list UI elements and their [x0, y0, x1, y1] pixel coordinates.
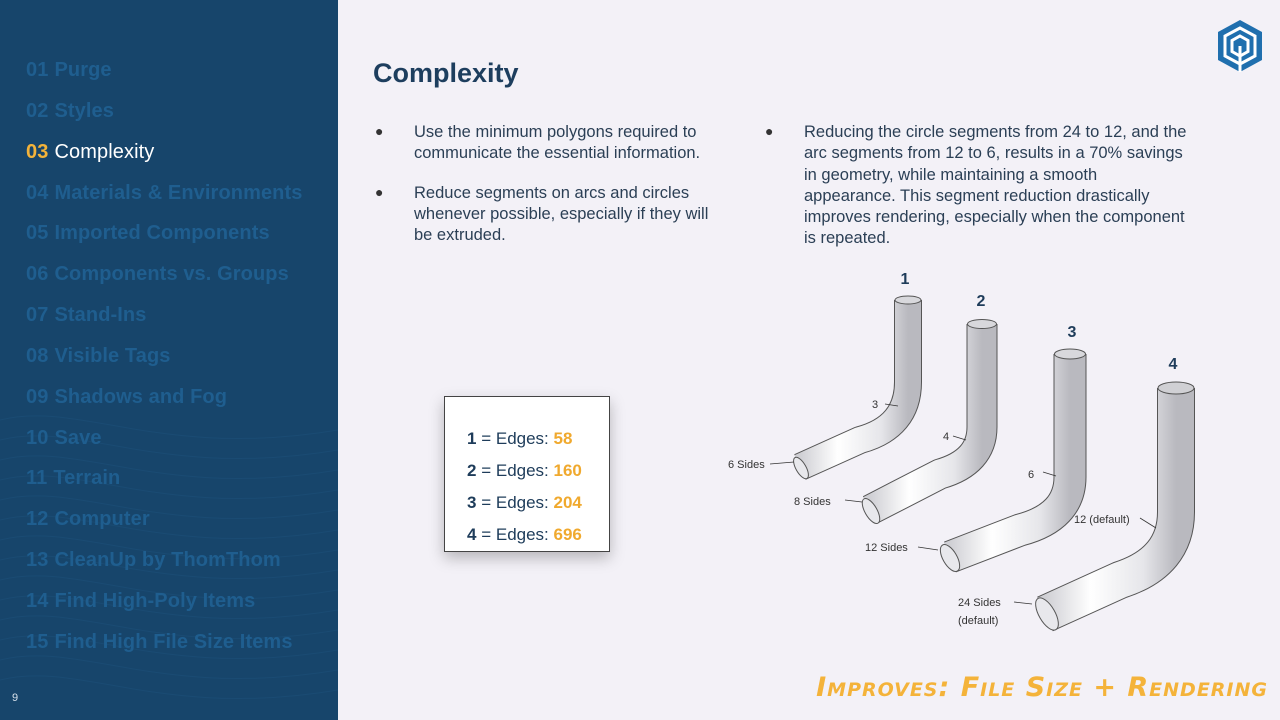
pipe-3	[939, 348, 1087, 573]
pipe-segments-diagram: 1 2 3 4 3 6 Sides 4 8 Sides 6 12 Sides 1…	[728, 271, 1195, 632]
nav-label: Purge	[54, 59, 112, 81]
nav-label: Materials & Environments	[54, 181, 303, 204]
nav-number: 12	[26, 508, 49, 531]
nav-number: 02	[26, 99, 49, 122]
nav-number: 14	[26, 589, 49, 612]
nav-number: 13	[26, 549, 49, 572]
edge-row-label: = Edges:	[481, 429, 549, 448]
nav-label: Components vs. Groups	[54, 263, 289, 286]
edge-row-value: 696	[553, 525, 582, 544]
pipe-3-sides-label: 12 Sides	[865, 542, 908, 554]
edge-row: 2 = Edges: 160	[467, 455, 609, 487]
edge-row: 1 = Edges: 58	[467, 423, 609, 455]
nav-number: 15	[26, 630, 49, 653]
sketchup-logo-icon	[1218, 20, 1262, 72]
pipe-1-sides-label: 6 Sides	[728, 459, 765, 471]
bullet-text: Use the minimum polygons required to com…	[414, 123, 701, 163]
pipe-4	[1035, 381, 1195, 632]
pipe-2-sides-label: 8 Sides	[794, 496, 831, 508]
bullet-text: Reducing the circle segments from 24 to …	[804, 123, 1187, 248]
bullet-list-right: ● Reducing the circle segments from 24 t…	[763, 122, 1193, 268]
edges-summary-box: 1 = Edges: 58 2 = Edges: 160 3 = Edges: …	[444, 396, 610, 552]
nav-label: CleanUp by ThomThom	[54, 549, 281, 572]
edge-row: 4 = Edges: 696	[467, 519, 609, 551]
nav-number: 01	[26, 59, 49, 81]
pipe-4-arc-label: 12 (default)	[1074, 514, 1130, 526]
nav-label: Styles	[54, 99, 114, 122]
nav-label: Shadows and Fog	[54, 385, 228, 408]
bullet-icon: ●	[375, 123, 384, 139]
edge-row-label: = Edges:	[481, 461, 549, 480]
edge-row-value: 160	[553, 461, 582, 480]
list-item: ● Reduce segments on arcs and circles wh…	[373, 183, 713, 247]
page-title: Complexity	[373, 58, 519, 88]
bullet-icon: ●	[375, 183, 384, 200]
nav-label: Computer	[54, 508, 150, 531]
pipe-4-number: 4	[1169, 356, 1178, 373]
nav-label: Terrain	[53, 467, 121, 490]
list-item: ● Reducing the circle segments from 24 t…	[763, 122, 1193, 250]
nav-number: 05	[26, 222, 49, 245]
improvements-banner: Improves: File Size + Rendering	[816, 672, 1268, 703]
pipe-4-sides-label: 24 Sides	[958, 597, 1001, 609]
nav-number: 09	[26, 385, 49, 408]
page-number: 9	[12, 692, 19, 704]
edge-row-value: 58	[553, 429, 573, 448]
pipe-2	[861, 319, 998, 524]
pipe-1	[793, 295, 922, 480]
nav-number: 08	[26, 344, 49, 367]
bullet-list-left: ● Use the minimum polygons required to c…	[373, 122, 713, 264]
pipe-1-number: 1	[901, 271, 910, 288]
nav-label: Complexity	[54, 140, 155, 163]
nav-number: 10	[26, 426, 49, 449]
list-item: ● Use the minimum polygons required to c…	[373, 122, 713, 165]
edge-row-number: 1	[467, 429, 477, 448]
nav-label: Save	[54, 426, 102, 449]
pipe-1-arc-label: 3	[872, 399, 878, 411]
pipe-2-arc-label: 4	[943, 431, 949, 443]
edge-row-number: 4	[467, 525, 477, 544]
nav-label: Imported Components	[54, 222, 270, 245]
nav-number: 03	[26, 140, 49, 163]
edge-row-number: 3	[467, 493, 477, 512]
sidebar-wave-pattern	[0, 415, 338, 700]
edge-row-value: 204	[553, 493, 582, 512]
nav-label: Find High-Poly Items	[54, 589, 256, 612]
nav-label: Visible Tags	[54, 344, 171, 367]
pipe-3-number: 3	[1068, 324, 1077, 341]
nav-number: 11	[26, 467, 48, 490]
edge-row-label: = Edges:	[481, 525, 549, 544]
bullet-icon: ●	[765, 123, 774, 139]
nav-label: Stand-Ins	[54, 304, 147, 327]
edge-row-number: 2	[467, 461, 477, 480]
pipe-4-sides-sub-label: (default)	[958, 615, 998, 627]
nav-label: Find High File Size Items	[54, 630, 293, 653]
edge-row-label: = Edges:	[481, 493, 549, 512]
nav-number: 06	[26, 263, 49, 286]
nav-number: 04	[26, 181, 49, 204]
pipe-2-number: 2	[977, 293, 986, 310]
pipe-3-arc-label: 6	[1028, 469, 1034, 481]
edge-row: 3 = Edges: 204	[467, 487, 609, 519]
bullet-text: Reduce segments on arcs and circles when…	[414, 183, 709, 245]
nav-number: 07	[26, 304, 49, 327]
